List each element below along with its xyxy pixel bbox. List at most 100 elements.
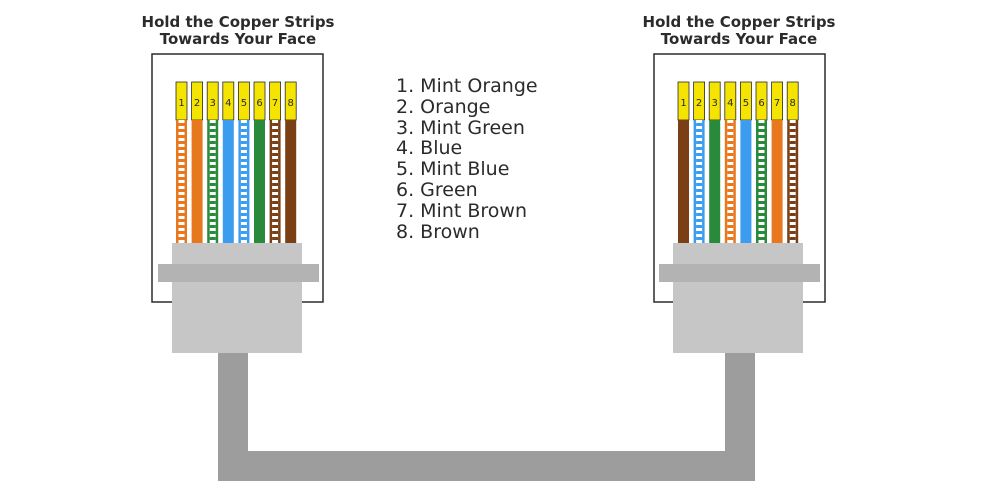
left-wire-stripe-3 [209, 123, 216, 126]
left-pin-number-3: 3 [210, 98, 216, 109]
left-wire-edge-left-3 [207, 120, 210, 245]
left-pin-number-2: 2 [194, 98, 200, 109]
right-wire-stripe-4 [727, 177, 734, 180]
right-wire-stripe-8 [789, 219, 796, 222]
left-wire-6 [254, 120, 265, 245]
left-plug-clip [158, 264, 319, 282]
left-wire-stripe-1 [178, 147, 185, 150]
right-wire-5 [740, 120, 752, 245]
right-pin-number-3: 3 [712, 98, 718, 109]
left-wire-stripe-7 [272, 225, 279, 228]
left-wire-edge-right-7 [278, 120, 281, 245]
right-wire-stripe-6 [758, 177, 765, 180]
right-wire-stripe-8 [789, 201, 796, 204]
right-wire-7 [771, 120, 783, 245]
left-wire-stripe-5 [240, 177, 247, 180]
right-wire-stripe-4 [727, 189, 734, 192]
right-wire-stripe-4 [727, 213, 734, 216]
left-wire-stripe-1 [178, 129, 185, 132]
left-wire-stripe-7 [272, 171, 279, 174]
left-wire-7 [269, 120, 281, 245]
right-wire-stripe-6 [758, 171, 765, 174]
right-pin-number-2: 2 [696, 98, 702, 109]
left-wire-stripe-3 [209, 183, 216, 186]
right-wire-stripe-6 [758, 129, 765, 132]
right-wire-stripe-6 [758, 189, 765, 192]
right-wire-stripe-8 [789, 171, 796, 174]
left-wire-stripe-5 [240, 165, 247, 168]
right-wire-stripe-8 [789, 135, 796, 138]
right-wire-stripe-6 [758, 195, 765, 198]
right-wire-stripe-4 [727, 159, 734, 162]
right-pin-number-7: 7 [774, 98, 780, 109]
left-wire-stripe-5 [240, 237, 247, 240]
right-wire-edge-left-2 [693, 120, 697, 245]
right-wire-stripe-8 [789, 189, 796, 192]
right-wire-stripe-6 [758, 219, 765, 222]
right-wire-edge-left-6 [756, 120, 759, 245]
left-wire-8 [285, 120, 297, 245]
left-wire-stripe-7 [272, 237, 279, 240]
right-wire-stripe-2 [696, 129, 703, 132]
right-wire-stripe-2 [696, 237, 703, 240]
left-wire-stripe-7 [272, 219, 279, 222]
left-wire-stripe-7 [272, 147, 279, 150]
legend-item: 3. Mint Green [396, 116, 525, 139]
right-wire-stripe-6 [758, 231, 765, 234]
left-wire-stripe-3 [209, 189, 216, 192]
left-wire-stripe-3 [209, 141, 216, 144]
left-wire-stripe-5 [240, 201, 247, 204]
right-wire-stripe-8 [789, 225, 796, 228]
right-wire-stripe-8 [789, 159, 796, 162]
right-heading-line2: Towards Your Face [660, 30, 818, 48]
right-wire-1 [678, 120, 689, 245]
left-wire-stripe-5 [240, 207, 247, 210]
left-wire-stripe-3 [209, 219, 216, 222]
right-wire-stripe-2 [696, 195, 703, 198]
right-wire-stripe-4 [727, 147, 734, 150]
left-wire-stripe-1 [178, 201, 185, 204]
right-wire-stripe-2 [696, 231, 703, 234]
right-plug-clip [659, 264, 820, 282]
left-wire-stripe-1 [178, 159, 185, 162]
right-wire-stripe-4 [727, 183, 734, 186]
left-wire-stripe-3 [209, 135, 216, 138]
left-wire-3 [207, 120, 219, 245]
left-wire-stripe-1 [178, 135, 185, 138]
left-wire-stripe-5 [240, 219, 247, 222]
right-wire-stripe-8 [789, 213, 796, 216]
left-wire-stripe-5 [240, 129, 247, 132]
left-wire-stripe-1 [178, 237, 185, 240]
left-wire-stripe-1 [178, 207, 185, 210]
left-heading-line1: Hold the Copper Strips [141, 13, 335, 31]
right-wire-edge-right-6 [764, 120, 767, 245]
left-wire-stripe-3 [209, 201, 216, 204]
left-wire-stripe-3 [209, 171, 216, 174]
left-wire-stripe-7 [272, 183, 279, 186]
left-wire-stripe-7 [272, 141, 279, 144]
right-wire-stripe-2 [696, 135, 703, 138]
right-wire-stripe-2 [696, 159, 703, 162]
right-wire-stripe-8 [789, 123, 796, 126]
legend-item: 8. Brown [396, 220, 480, 243]
left-pin-number-6: 6 [256, 98, 262, 109]
left-wire-stripe-3 [209, 231, 216, 234]
right-wire-8 [787, 120, 799, 245]
left-wire-4 [222, 120, 234, 245]
left-wire-stripe-3 [209, 165, 216, 168]
right-wire-stripe-4 [727, 195, 734, 198]
right-wire-stripe-6 [758, 207, 765, 210]
left-wire-stripe-1 [178, 231, 185, 234]
left-wire-stripe-7 [272, 207, 279, 210]
right-wire-stripe-8 [789, 237, 796, 240]
left-wire-stripe-1 [178, 189, 185, 192]
right-wire-stripe-6 [758, 183, 765, 186]
left-wire-stripe-5 [240, 159, 247, 162]
right-wire-stripe-4 [727, 237, 734, 240]
right-wire-stripe-6 [758, 201, 765, 204]
left-wire-stripe-7 [272, 189, 279, 192]
right-wire-stripe-6 [758, 225, 765, 228]
left-wire-stripe-3 [209, 195, 216, 198]
left-wire-stripe-5 [240, 141, 247, 144]
